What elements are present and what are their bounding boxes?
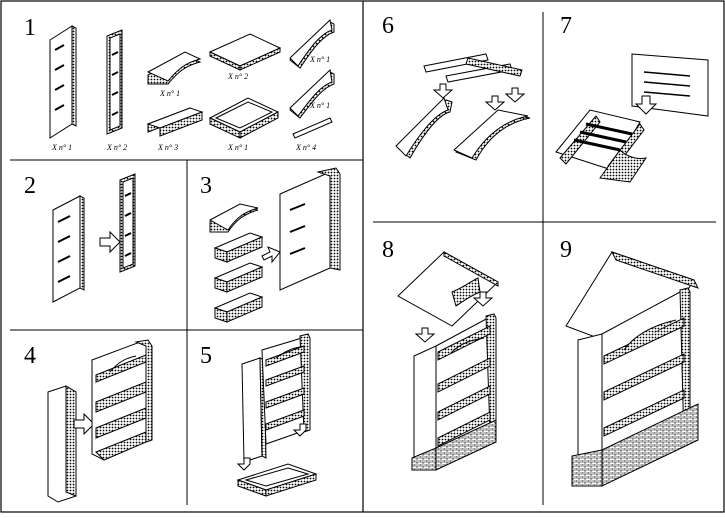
step-number-6: 6 <box>382 13 394 39</box>
arch-shelf-part <box>146 51 202 85</box>
roof-bracket-a-qty: X n° 1 <box>310 55 331 64</box>
divider-panel-part <box>106 29 123 135</box>
side-panel-part <box>49 25 77 139</box>
step-number-1: 1 <box>24 15 36 41</box>
rail-part <box>292 117 333 139</box>
step5-drawing <box>236 333 318 497</box>
step1-parts <box>49 19 335 139</box>
box-shelf-part <box>146 107 204 137</box>
base-tray-part <box>208 97 280 139</box>
step-number-8: 8 <box>382 237 394 263</box>
step4-drawing <box>47 339 153 503</box>
step-number-2: 2 <box>24 173 36 199</box>
base-tray-qty: X n° 1 <box>228 143 249 152</box>
rail-qty: X n° 4 <box>296 143 317 152</box>
box-shelf-qty: X n° 3 <box>158 143 179 152</box>
roof-bracket-a-part <box>289 19 335 69</box>
flat-board-qty: X n° 2 <box>228 72 249 81</box>
step9-drawing <box>565 251 699 487</box>
step2-drawing <box>52 173 136 303</box>
step7-drawing <box>555 53 709 183</box>
step6-drawing <box>395 53 531 161</box>
step-number-3: 3 <box>200 173 212 199</box>
step-number-5: 5 <box>200 343 212 369</box>
step8-drawing <box>397 251 499 471</box>
step-number-4: 4 <box>24 343 36 369</box>
divider-panel-qty: X n° 2 <box>107 143 128 152</box>
flat-board-part <box>208 33 282 71</box>
step-number-9: 9 <box>560 237 572 263</box>
arch-shelf-qty: X n° 1 <box>160 89 181 98</box>
step3-drawing <box>208 167 341 323</box>
roof-bracket-b-qty: X n° 1 <box>310 101 331 110</box>
roof-bracket-b-part <box>289 68 335 119</box>
side-panel-qty: X n° 1 <box>52 143 73 152</box>
step-number-7: 7 <box>560 13 572 39</box>
